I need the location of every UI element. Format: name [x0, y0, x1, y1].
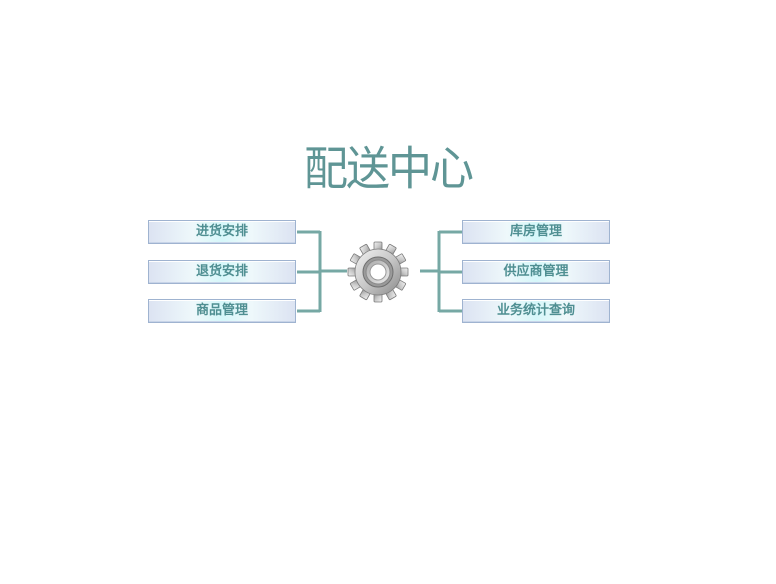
purchase-arrangement-button[interactable]: 进货安排	[148, 220, 296, 244]
business-statistics-query-button[interactable]: 业务统计查询	[462, 299, 610, 323]
return-arrangement-button[interactable]: 退货安排	[148, 260, 296, 284]
gear-icon	[347, 241, 409, 303]
supplier-management-button[interactable]: 供应商管理	[462, 260, 610, 284]
warehouse-management-button[interactable]: 库房管理	[462, 220, 610, 244]
product-management-button[interactable]: 商品管理	[148, 299, 296, 323]
page-title: 配送中心	[304, 142, 474, 197]
